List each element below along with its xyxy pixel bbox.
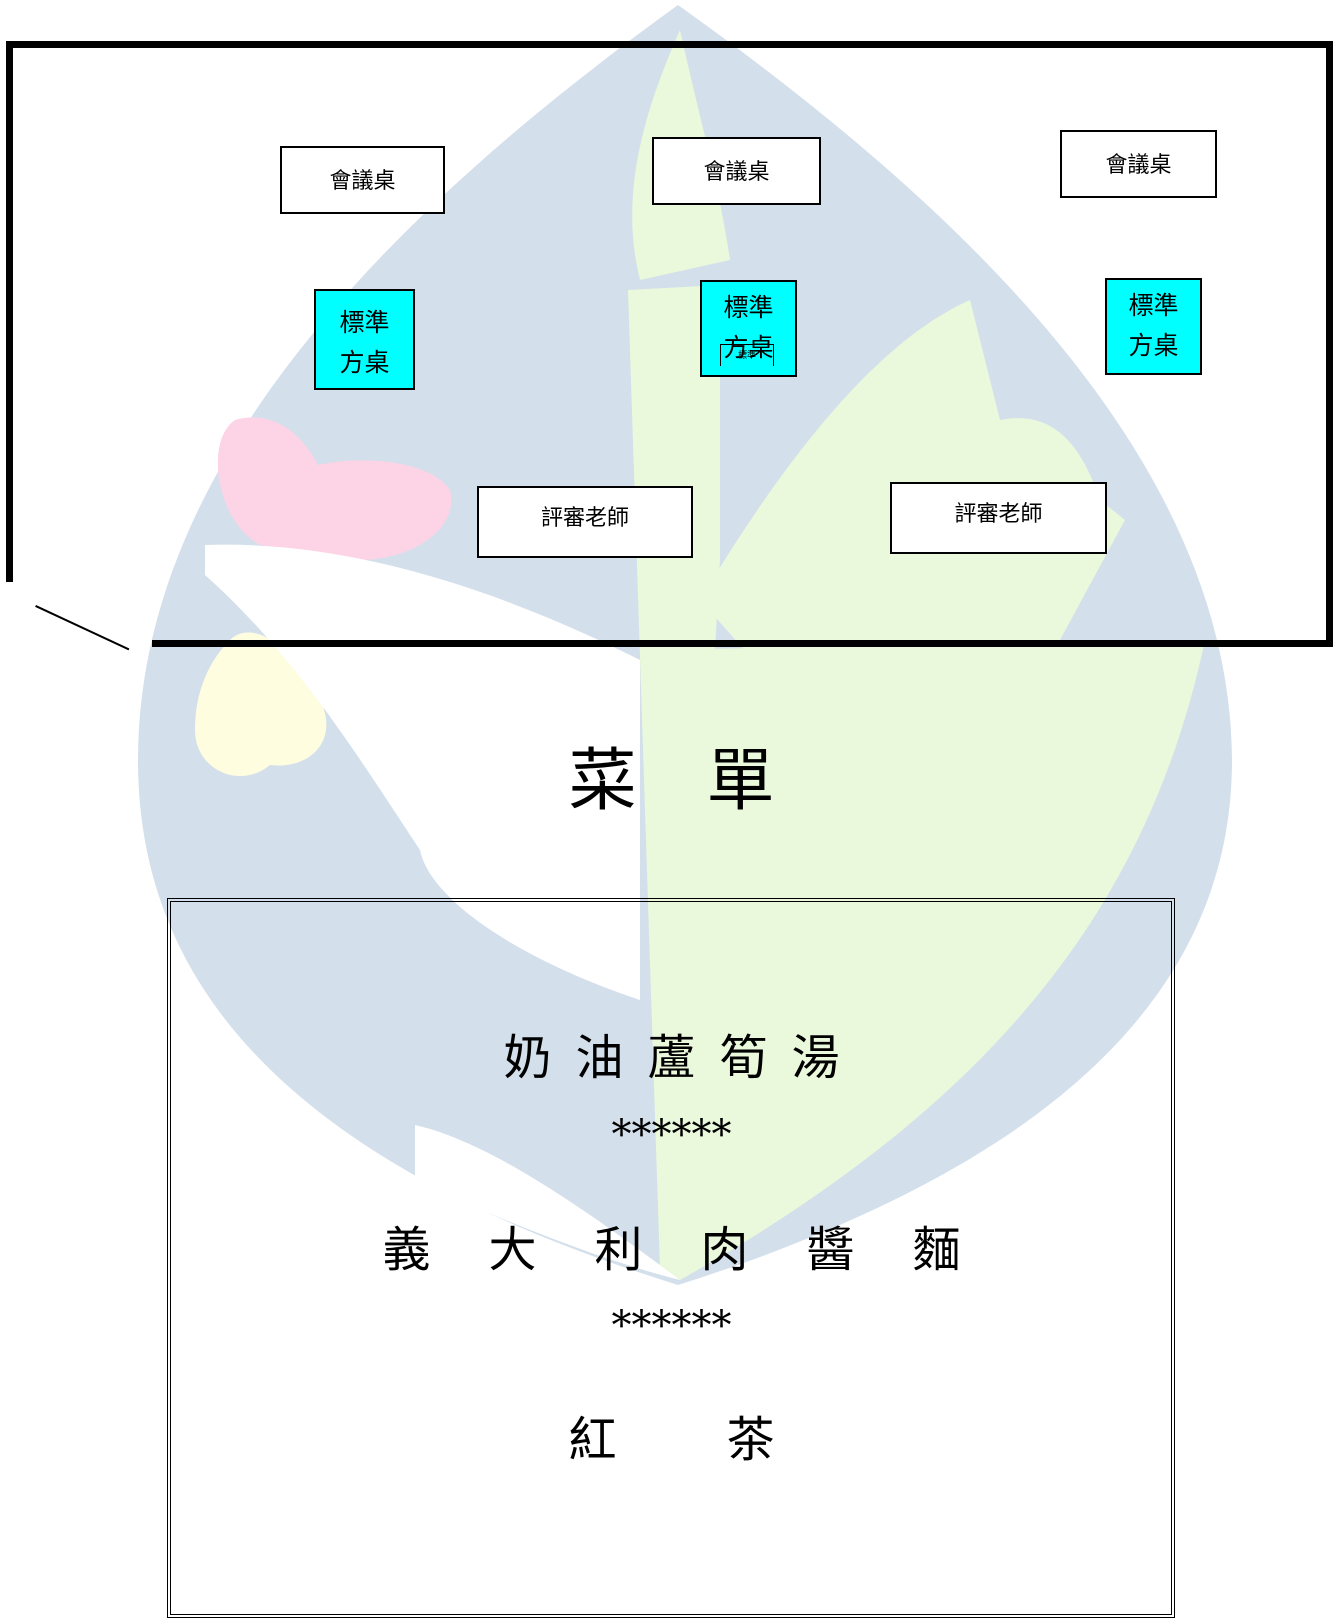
conference-table-center: 會議桌 xyxy=(652,137,821,205)
conference-table-left: 會議桌 xyxy=(280,146,445,214)
conference-table-label: 會議桌 xyxy=(329,169,396,194)
dish-pasta: 義大利肉醬麵 xyxy=(382,1222,1019,1278)
room-wall-bottom xyxy=(152,640,1333,647)
square-table-label-line2: 方桌 xyxy=(723,333,774,362)
conference-table-right: 會議桌 xyxy=(1060,130,1217,198)
menu-title: 菜單 xyxy=(568,742,845,821)
square-table-overlap-label: 標準 xyxy=(720,344,774,366)
square-table-label-line2: 方桌 xyxy=(339,348,390,377)
square-table-right: 標準 方桌 xyxy=(1105,278,1202,375)
room-wall-right xyxy=(1326,41,1333,647)
watermark-white-book-edge xyxy=(415,1125,680,1280)
square-table-left: 標準 方桌 xyxy=(314,289,415,390)
watermark-green-right xyxy=(640,640,1205,1280)
judge-table-left: 評審老師 xyxy=(477,486,693,558)
conference-table-label: 會議桌 xyxy=(1105,153,1172,178)
square-table-label-line2: 方桌 xyxy=(1128,331,1179,360)
square-table-label-line1: 標準 xyxy=(1128,291,1179,320)
square-table-center: 標準 方桌 標準 xyxy=(700,280,797,377)
room-wall-top xyxy=(6,41,1333,48)
square-table-label-line1: 標準 xyxy=(723,293,774,322)
dish-tea: 紅茶 xyxy=(568,1412,885,1468)
menu-separator: ****** xyxy=(611,1303,732,1349)
dish-soup: 奶油蘆筍湯 xyxy=(503,1030,864,1086)
menu-separator: ****** xyxy=(611,1112,732,1158)
watermark-pink-shape xyxy=(217,417,452,560)
square-table-overlap-text: 標準 xyxy=(737,351,756,361)
judge-table-label: 評審老師 xyxy=(540,506,629,531)
watermark-white-swoosh xyxy=(205,544,640,1000)
room-wall-left xyxy=(6,41,13,582)
judge-table-right: 評審老師 xyxy=(890,482,1107,554)
square-table-label-line1: 標準 xyxy=(339,308,390,337)
conference-table-label: 會議桌 xyxy=(703,160,770,185)
judge-table-label: 評審老師 xyxy=(954,502,1043,527)
